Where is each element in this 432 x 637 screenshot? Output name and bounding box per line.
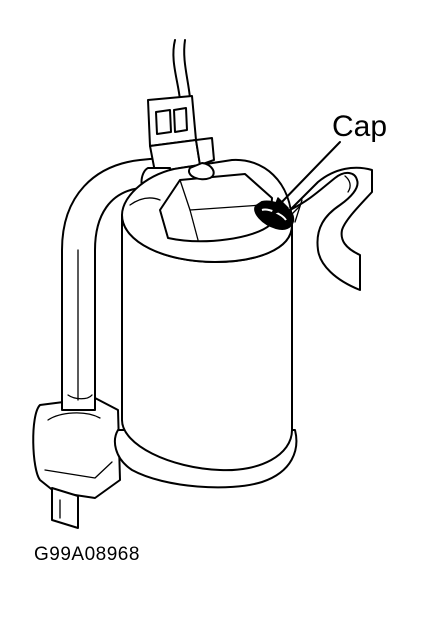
mounting-bracket bbox=[32, 397, 121, 529]
figure-id: G99A08968 bbox=[34, 544, 140, 565]
right-hose bbox=[289, 166, 373, 291]
canister-top bbox=[121, 158, 293, 263]
left-hose bbox=[61, 157, 163, 411]
cap-callout-arrow bbox=[271, 141, 341, 215]
canister-body bbox=[114, 214, 298, 489]
cap-label: Cap bbox=[332, 110, 387, 143]
